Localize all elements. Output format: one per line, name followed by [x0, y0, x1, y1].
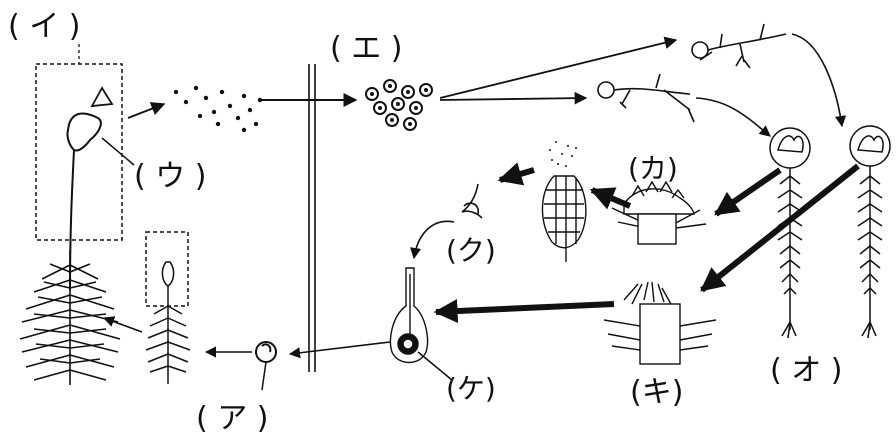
label-o: ( オ ) [770, 353, 842, 388]
capsule [66, 112, 102, 152]
male-plant [769, 127, 811, 339]
antheridium [541, 175, 587, 262]
archegonial-head [603, 281, 717, 365]
label-ka: (カ) [628, 152, 678, 185]
young-sporophyte-plant [145, 231, 191, 384]
label-ki: (キ) [630, 375, 683, 410]
label-e: ( エ ) [330, 31, 402, 66]
label-ku: (ク) [446, 234, 496, 267]
label-u: ( ウ ) [134, 159, 206, 194]
leafy-shoot-large [19, 250, 121, 385]
spores-scatter [173, 85, 263, 133]
sporophyte-plant [19, 44, 123, 385]
sporophyte-dashed-box [35, 63, 123, 241]
protonema-upper [691, 23, 787, 69]
label-a: ( ア ) [196, 401, 268, 436]
antheridial-head [611, 180, 707, 245]
sperm [461, 183, 483, 219]
calyptra [90, 86, 114, 108]
protonema-lower [597, 73, 695, 123]
archegonium [389, 267, 429, 364]
label-ke: (ケ) [446, 372, 496, 405]
label-i: ( イ ) [8, 9, 80, 44]
female-plant [849, 125, 891, 339]
